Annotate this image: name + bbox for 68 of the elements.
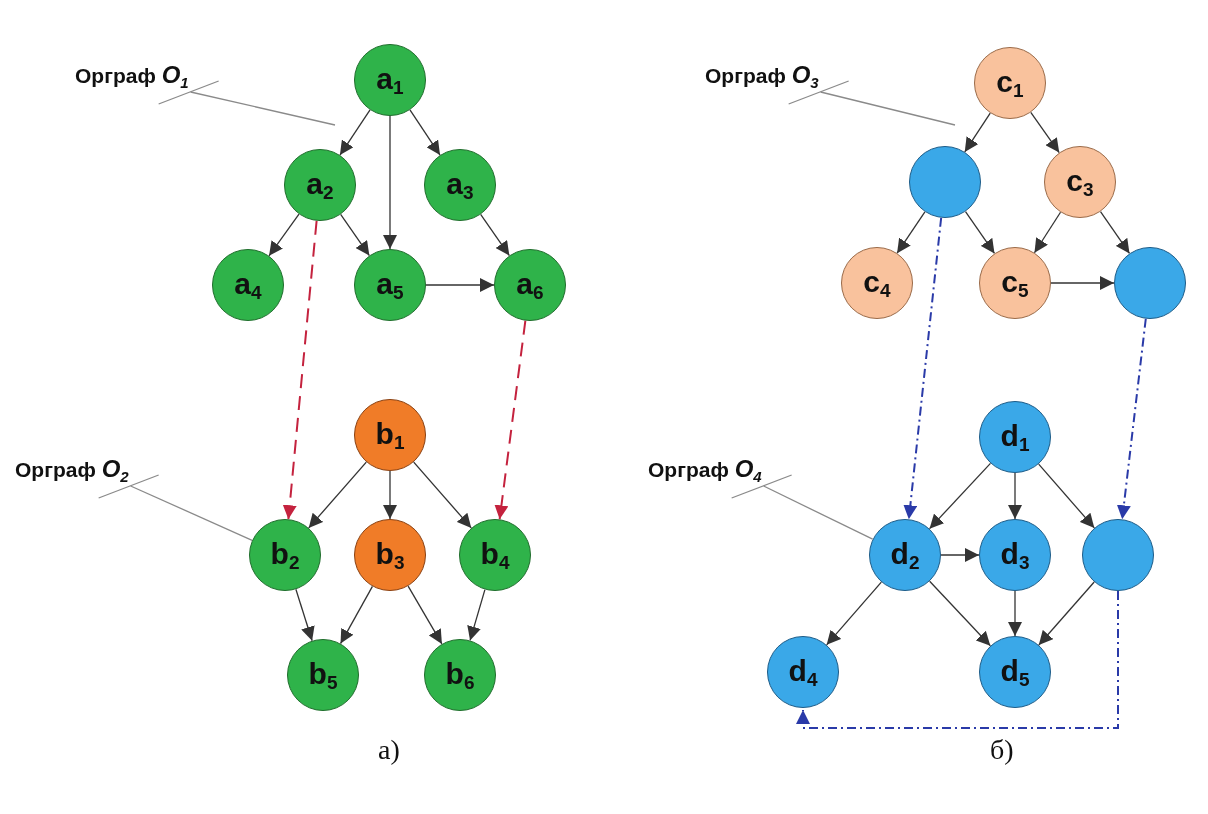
- dashed-arrow: [903, 216, 943, 521]
- arrow: [940, 548, 980, 562]
- panel-caption: б): [990, 734, 1014, 766]
- dashed-arrow: [796, 590, 1119, 729]
- vertex-label: b$_{3}$: [375, 538, 405, 572]
- arrow: [1008, 472, 1022, 520]
- graph-vertex: [869, 519, 941, 591]
- leader-line: [190, 91, 336, 126]
- arrow: [268, 213, 300, 257]
- graph-title: Орграф O$_{3}$: [705, 60, 819, 92]
- graph-title: Орграф O$_{4}$: [648, 454, 762, 486]
- vertex-label: d$_{5}$: [1000, 655, 1030, 689]
- arrow: [467, 588, 486, 642]
- leader-line: [820, 91, 956, 126]
- arrow: [929, 580, 991, 647]
- vertex-label: c$_{3}$: [1066, 165, 1094, 199]
- vertex-label: d$_{2}$: [890, 538, 920, 572]
- arrow: [425, 278, 495, 292]
- vertex-label: b$_{1}$: [375, 418, 405, 452]
- vertex-label: a$_{5}$: [376, 268, 404, 302]
- vertex-label: d$_{3}$: [1000, 538, 1030, 572]
- arrow: [339, 585, 374, 645]
- vertex-label: b$_{4}$: [480, 538, 510, 572]
- arrow: [928, 462, 992, 530]
- arrow: [1099, 210, 1131, 255]
- arrow: [295, 588, 315, 642]
- arrow: [1038, 463, 1095, 529]
- graph-vertex: [979, 636, 1051, 708]
- vertex-label: b$_{5}$: [308, 658, 338, 692]
- arrow: [826, 581, 882, 646]
- vertex-label: a$_{2}$: [306, 168, 334, 202]
- arrow: [1008, 590, 1022, 637]
- leader-line: [130, 485, 253, 541]
- vertex-label: c$_{4}$: [863, 266, 891, 300]
- arrow: [383, 115, 397, 250]
- leader-line: [763, 485, 874, 540]
- arrow: [1038, 581, 1095, 646]
- vertex-label: a$_{3}$: [446, 168, 474, 202]
- vertex-label: a$_{6}$: [516, 268, 544, 302]
- arrow: [340, 213, 370, 257]
- dashed-arrow: [494, 319, 527, 521]
- arrow: [339, 109, 371, 156]
- vertex-label: c$_{5}$: [1001, 266, 1029, 300]
- graph-title: Орграф O$_{2}$: [15, 454, 129, 486]
- vertex-label: b$_{2}$: [270, 538, 300, 572]
- arrow: [1030, 111, 1060, 154]
- vertex-label: c$_{1}$: [996, 66, 1024, 100]
- arrow: [480, 213, 510, 257]
- panel-caption: а): [378, 734, 400, 766]
- arrow: [964, 210, 996, 255]
- arrow: [964, 112, 991, 153]
- vertex-label: d$_{4}$: [788, 655, 818, 689]
- vertex-label: a$_{4}$: [234, 268, 262, 302]
- arrow: [896, 211, 926, 254]
- vertex-label: b$_{6}$: [445, 658, 475, 692]
- dashed-arrow: [1116, 317, 1147, 521]
- vertex-label: a$_{1}$: [376, 63, 404, 97]
- arrow: [1050, 276, 1115, 290]
- arrow: [409, 109, 441, 156]
- graph-vertex: [1082, 519, 1154, 591]
- arrow: [308, 461, 367, 529]
- arrow: [1033, 211, 1062, 254]
- arrow: [413, 461, 472, 529]
- dashed-arrow: [282, 219, 318, 521]
- graph-title: Орграф O$_{1}$: [75, 60, 189, 92]
- arrow: [383, 470, 397, 520]
- arrow: [407, 585, 443, 645]
- vertex-label: d$_{1}$: [1000, 420, 1030, 454]
